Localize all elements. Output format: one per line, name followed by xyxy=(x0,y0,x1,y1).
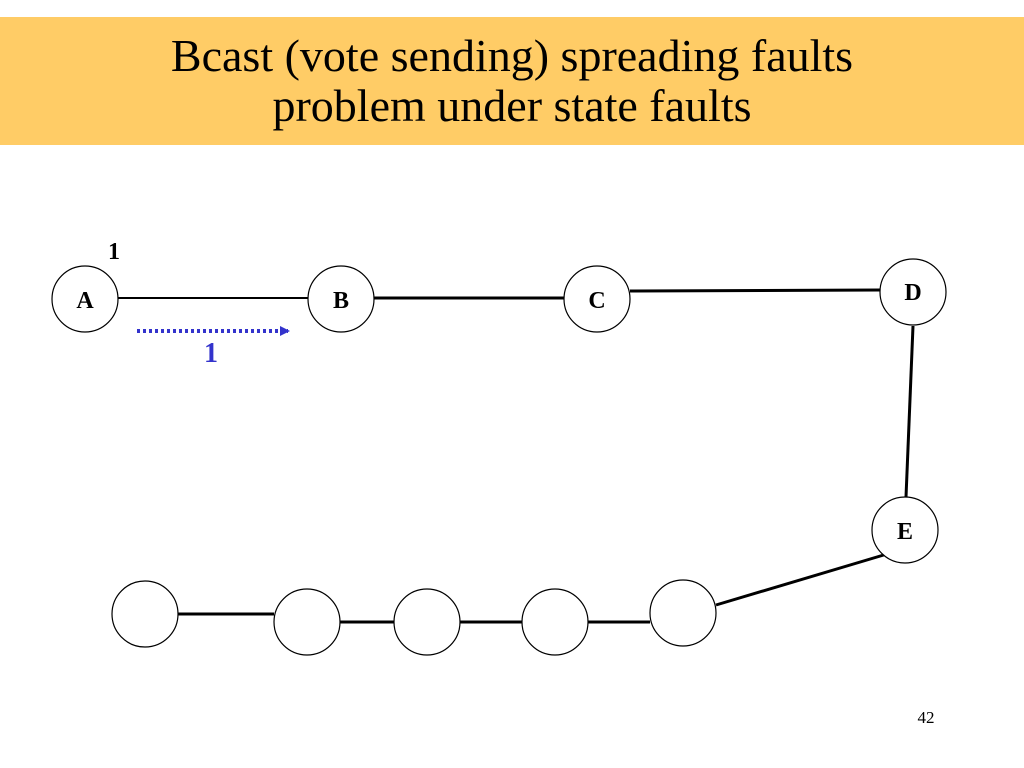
page-number: 42 xyxy=(917,708,935,727)
slide-title-line-1: Bcast (vote sending) spreading faults xyxy=(170,30,854,81)
node-c: C xyxy=(563,265,631,333)
node-d: D xyxy=(879,258,947,326)
node-b-label: B xyxy=(333,288,349,314)
edge-d-e xyxy=(904,325,915,498)
edge-e-n5 xyxy=(715,552,888,607)
node-unlabeled-5 xyxy=(649,579,717,647)
node-e-label: E xyxy=(897,519,913,545)
node-unlabeled-2 xyxy=(273,588,341,656)
message-label: 1 xyxy=(204,338,218,369)
slide-title: Bcast (vote sending) spreading faults pr… xyxy=(0,17,1024,145)
edge-c-d xyxy=(629,288,881,293)
node-unlabeled-1 xyxy=(111,580,179,648)
node-unlabeled-4 xyxy=(521,588,589,656)
node-c-label: C xyxy=(588,288,605,314)
node-a: A xyxy=(51,265,119,333)
node-a-state-label: 1 xyxy=(108,239,120,265)
slide-title-line-2: problem under state faults xyxy=(272,80,752,131)
node-a-label: A xyxy=(76,288,94,314)
node-unlabeled-3 xyxy=(393,588,461,656)
node-e: E xyxy=(871,496,939,564)
node-d-label: D xyxy=(904,280,921,306)
node-b: B xyxy=(307,265,375,333)
